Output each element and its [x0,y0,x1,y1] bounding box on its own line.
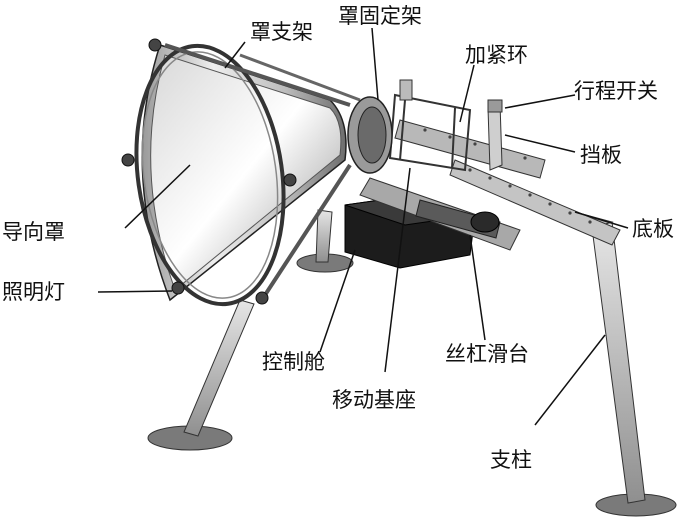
light-4 [255,291,269,305]
light-5 [283,173,297,187]
label-screw-slide: 丝杠滑台 [445,342,529,366]
label-hood-mount: 罩固定架 [338,4,422,28]
support-pillar [591,221,646,504]
baffle [487,102,503,171]
leader-lines [97,27,629,426]
travel-switch [487,99,503,113]
label-control-cabin: 控制舱 [262,350,325,374]
leader-hood-bracket [224,41,246,69]
leader-moving-base [384,167,411,373]
label-light: 照明灯 [2,280,65,304]
label-travel-switch: 行程开关 [574,79,658,103]
hood-bracket-rod-2 [239,53,361,102]
leader-travel-switch [504,94,576,109]
light-3 [171,281,185,295]
label-pillar: 支柱 [490,448,532,472]
leader-guide-hood [124,164,191,229]
base-plate-holes [423,128,592,224]
label-moving-base: 移动基座 [332,388,416,412]
label-hood-bracket: 罩支架 [250,20,313,44]
leader-hood-mount [371,27,379,101]
label-guide-hood: 导向罩 [2,220,65,244]
leader-light [97,290,173,293]
label-clamp-ring: 加紧环 [465,43,528,67]
leader-baffle [504,134,576,153]
light-2 [121,153,135,167]
hood-bracket-rod-3 [263,163,352,297]
base-plate-arm [449,159,621,246]
leg-middle [315,209,333,263]
hood-bracket-rod-1 [164,43,351,107]
guide-hood-rim [134,43,286,307]
leader-screw-slide [469,234,486,341]
leader-base-plate [574,211,629,229]
light-1 [148,38,162,52]
leader-control-cabin [319,249,356,353]
label-base-plate: 底板 [632,217,674,241]
screw-motor [470,211,500,233]
leader-clamp-ring [459,64,475,123]
label-baffle: 挡板 [580,143,622,167]
leg-left [183,299,255,437]
lights [121,38,297,305]
hood-mount [399,79,413,101]
leader-pillar [534,334,606,426]
